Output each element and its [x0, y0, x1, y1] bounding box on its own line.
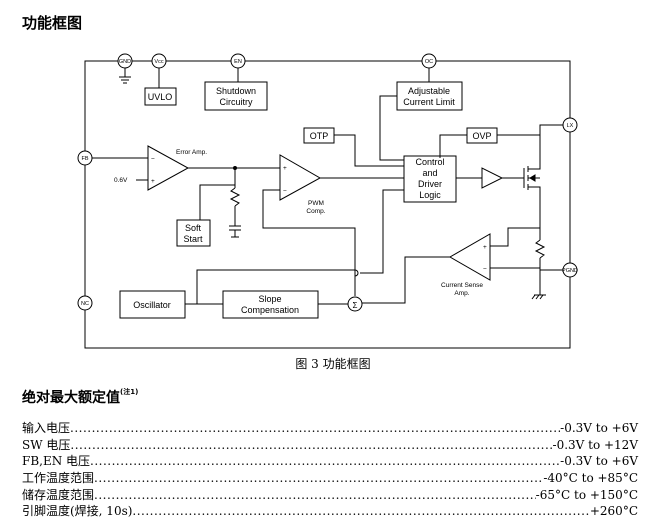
control-label-1: Control — [415, 157, 444, 167]
abs-max-note: (注1) — [120, 388, 139, 397]
spec-row: 引脚温度(焊接, 10s) +260°C — [22, 503, 638, 520]
adj-limit-label-1: Adjustable — [408, 86, 450, 96]
pwm-label-2: Comp. — [306, 208, 325, 215]
ic-boundary — [84, 60, 571, 349]
spec-value: -0.3V to +12V — [552, 437, 638, 452]
pin-label-fb: FB — [81, 156, 88, 162]
error-amp-plus: + — [151, 178, 155, 185]
pin-nc — [77, 295, 93, 311]
spec-row: SW 电压 -0.3V to +12V — [22, 437, 638, 454]
spec-name: 工作温度范围 — [22, 471, 95, 486]
error-amp-label: Error Amp. — [176, 149, 207, 156]
spec-value: +260°C — [589, 504, 638, 519]
shutdown-label-2: Circuitry — [220, 97, 253, 107]
current-sense-amp — [448, 233, 491, 281]
cs-minus: − — [483, 266, 487, 273]
figure-caption: 图 3 功能框图 — [295, 357, 371, 371]
leader-dots — [94, 470, 543, 487]
control-driver-logic-block — [403, 155, 457, 203]
pin-label-gnd: GND — [119, 59, 131, 65]
leader-dots — [70, 420, 560, 437]
leader-dots — [132, 503, 589, 520]
cs-amp-label-2: Amp. — [454, 290, 469, 297]
pin-label-vcc: Vcc — [154, 59, 163, 65]
leader-dots — [90, 453, 560, 470]
spec-name: 储存温度范围 — [22, 487, 95, 502]
pwm-minus: − — [283, 188, 287, 195]
ovp-label: OVP — [472, 131, 491, 141]
oscillator-label: Oscillator — [133, 300, 171, 310]
pin-label-nc: NC — [81, 301, 89, 307]
soft-start-label-1: Soft — [185, 223, 202, 233]
leader-dots — [70, 437, 552, 454]
leader-dots — [94, 487, 536, 504]
pwm-plus: + — [283, 165, 287, 172]
spec-value: -40°C to +85°C — [543, 471, 638, 486]
soft-start-label-2: Start — [183, 234, 203, 244]
error-amp-minus: − — [151, 156, 155, 163]
control-label-2: and — [422, 168, 437, 178]
spec-value: -0.3V to +6V — [560, 421, 638, 435]
control-label-3: Driver — [418, 179, 442, 189]
control-label-4: Logic — [419, 190, 441, 200]
pwm-label-1: PWM — [308, 200, 324, 207]
error-amp — [147, 145, 190, 191]
spec-row: 输入电压 -0.3V to +6V — [22, 420, 638, 437]
cs-plus: + — [483, 244, 487, 251]
spec-name: 引脚温度(焊接, 10s) — [22, 504, 133, 519]
abs-max-title: 绝对最大额定值(注1) — [22, 387, 138, 407]
sum-label: Σ — [353, 301, 358, 310]
shutdown-block — [204, 81, 268, 111]
pin-label-lx: LX — [567, 123, 574, 129]
otp-label: OTP — [310, 131, 329, 141]
spec-row: FB,EN 电压 -0.3V to +6V — [22, 453, 638, 470]
summing-node — [347, 296, 363, 312]
slope-label-1: Slope — [258, 294, 281, 304]
slope-label-2: Compensation — [241, 305, 299, 315]
adj-limit-label-2: Current Limit — [403, 97, 455, 107]
functional-block-diagram: GND Vcc EN OC FB NC LX PGND UVLO Shutdow… — [77, 53, 578, 349]
section-title-functional-diagram: 功能框图 — [22, 14, 83, 32]
spec-name: 输入电压 — [22, 421, 71, 435]
pwm-comparator — [279, 154, 322, 201]
cs-amp-label-1: Current Sense — [441, 282, 483, 289]
pin-label-pgnd: PGND — [562, 268, 578, 274]
pin-label-oc: OC — [425, 59, 433, 65]
pin-label-en: EN — [234, 59, 242, 65]
spec-row: 工作温度范围 -40°C to +85°C — [22, 470, 638, 487]
uvlo-label: UVLO — [148, 92, 173, 102]
spec-row: 储存温度范围 -65°C to +150°C — [22, 487, 638, 504]
uvlo-block — [144, 87, 177, 106]
soft-start-block — [176, 219, 211, 247]
abs-max-ratings-list: 输入电压 -0.3V to +6V SW 电压 -0.3V to +12V FB… — [22, 420, 638, 520]
gate-driver-buffer — [481, 167, 504, 189]
vref-label: 0.6V — [114, 177, 128, 184]
spec-value: -65°C to +150°C — [535, 487, 638, 502]
abs-max-title-text: 绝对最大额定值 — [22, 390, 120, 406]
shutdown-label-1: Shutdown — [216, 86, 256, 96]
spec-value: -0.3V to +6V — [560, 454, 638, 469]
spec-name: FB,EN 电压 — [22, 454, 91, 469]
spec-name: SW 电压 — [22, 437, 71, 452]
